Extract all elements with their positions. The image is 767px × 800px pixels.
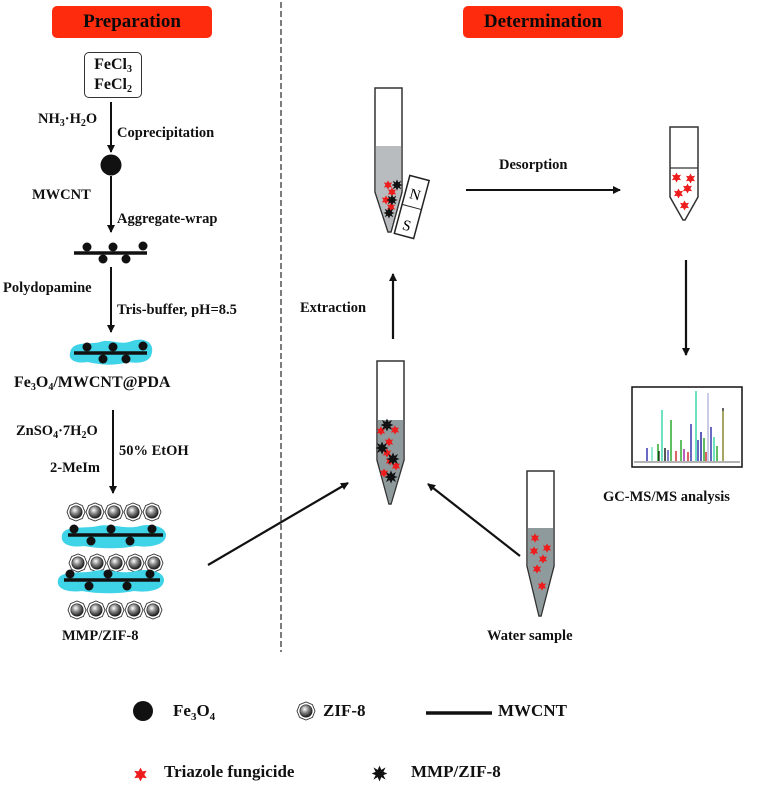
arrow-from-water-sample	[427, 483, 521, 557]
zinc-sulfate-label: ZnSO4·7H2O	[16, 423, 98, 441]
methylimidazole-label: 2-MeIm	[50, 460, 100, 476]
mwcnt-label: MWCNT	[32, 187, 91, 203]
preparation-header: Preparation	[52, 6, 212, 38]
legend-mwcnt-label: MWCNT	[498, 701, 567, 720]
mmp-zif8-stack-icon	[57, 502, 166, 620]
extraction-tube	[375, 360, 405, 505]
ammonia-label: NH3·H2O	[38, 111, 98, 129]
magnet-north-label: N	[408, 186, 423, 204]
legend-fe3o4-label: Fe3O4	[173, 701, 216, 723]
fe3o4-mwcnt-icon	[74, 241, 148, 264]
extraction-label: Extraction	[300, 300, 367, 316]
desorption-label: Desorption	[499, 157, 568, 173]
fe3o4-icon	[133, 701, 153, 721]
aggregate-wrap-label: Aggregate-wrap	[117, 211, 218, 227]
mmp-zif8-product-label: MMP/ZIF-8	[62, 628, 139, 644]
water-sample-tube	[526, 470, 555, 617]
legend-triazole-label: Triazole fungicide	[164, 762, 295, 781]
ethanol-label: 50% EtOH	[119, 443, 189, 459]
legend-zif8-label: ZIF-8	[323, 701, 366, 720]
triazole-fungicide-icon	[134, 767, 147, 782]
magnet-icon: N S	[393, 174, 431, 240]
arrow-to-extraction-tube	[207, 482, 349, 566]
iron-chloride-box: FeCl3 FeCl2	[84, 52, 142, 98]
fe3o4-mwcnt-pda-icon	[69, 339, 153, 365]
legend-mmp-zif8-label: MMP/ZIF-8	[411, 762, 501, 781]
chromatogram-icon	[631, 386, 743, 468]
zif8-icon	[296, 701, 316, 721]
magnet-south-label: S	[400, 217, 412, 235]
fe3o4-particle-icon	[100, 154, 122, 176]
polydopamine-label: Polydopamine	[3, 280, 92, 296]
mmp-zif8-star-icon	[371, 765, 388, 782]
magnetic-separation-tube	[374, 87, 403, 233]
fe3o4-mwcnt-pda-label: Fe3O4/MWCNT@PDA	[14, 374, 171, 393]
analysis-label: GC-MS/MS analysis	[603, 489, 730, 505]
determination-header: Determination	[463, 6, 623, 38]
eluate-tube	[669, 126, 699, 221]
water-sample-label: Water sample	[487, 628, 573, 644]
coprecipitation-label: Coprecipitation	[117, 125, 215, 141]
tris-buffer-label: Tris-buffer, pH=8.5	[117, 302, 237, 318]
